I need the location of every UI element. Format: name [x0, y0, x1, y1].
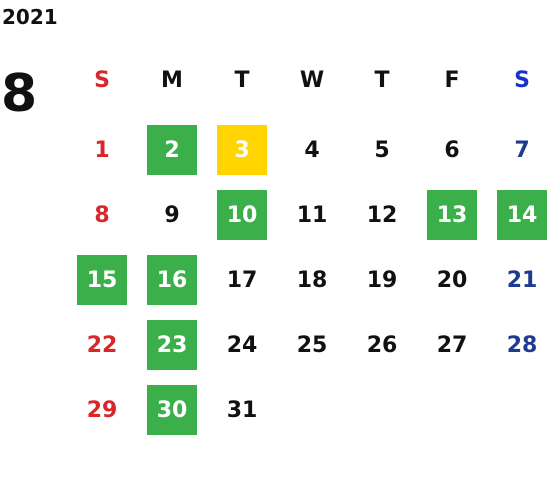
day-cell-highlighted[interactable]: 16 [147, 255, 197, 305]
day-cell-highlighted[interactable]: 2 [147, 125, 197, 175]
day-cell-highlighted[interactable]: 3 [217, 125, 267, 175]
day-cell[interactable]: 9 [164, 202, 180, 228]
day-cell[interactable]: 11 [296, 202, 328, 228]
weekday-header-tue: T [234, 67, 250, 93]
calendar-year: 2021 [2, 5, 58, 29]
day-cell[interactable]: 18 [296, 267, 328, 293]
day-cell[interactable]: 25 [296, 332, 328, 358]
day-cell[interactable]: 7 [514, 137, 530, 163]
weekday-header-thu: T [374, 67, 390, 93]
day-cell[interactable]: 31 [226, 397, 258, 423]
day-cell[interactable]: 6 [444, 137, 460, 163]
day-cell-highlighted[interactable]: 14 [497, 190, 547, 240]
day-cell[interactable]: 1 [94, 137, 110, 163]
day-cell[interactable]: 5 [374, 137, 390, 163]
day-cell[interactable]: 24 [226, 332, 258, 358]
day-cell[interactable]: 22 [86, 332, 118, 358]
day-cell[interactable]: 26 [366, 332, 398, 358]
day-cell-highlighted[interactable]: 23 [147, 320, 197, 370]
day-cell-highlighted[interactable]: 10 [217, 190, 267, 240]
day-cell[interactable]: 8 [94, 202, 110, 228]
calendar-month: 8 [1, 64, 38, 124]
day-cell[interactable]: 21 [506, 267, 538, 293]
day-cell[interactable]: 27 [436, 332, 468, 358]
weekday-header-sun: S [94, 67, 110, 93]
weekday-header-fri: F [444, 67, 460, 93]
day-cell[interactable]: 29 [86, 397, 118, 423]
day-cell[interactable]: 28 [506, 332, 538, 358]
day-cell-highlighted[interactable]: 15 [77, 255, 127, 305]
weekday-header-wed: W [299, 67, 325, 93]
weekday-header-sat: S [514, 67, 530, 93]
day-cell[interactable]: 17 [226, 267, 258, 293]
day-cell-highlighted[interactable]: 13 [427, 190, 477, 240]
day-cell[interactable]: 4 [304, 137, 320, 163]
day-cell[interactable]: 20 [436, 267, 468, 293]
day-cell[interactable]: 12 [366, 202, 398, 228]
day-cell-highlighted[interactable]: 30 [147, 385, 197, 435]
day-cell[interactable]: 19 [366, 267, 398, 293]
weekday-header-mon: M [161, 67, 183, 93]
